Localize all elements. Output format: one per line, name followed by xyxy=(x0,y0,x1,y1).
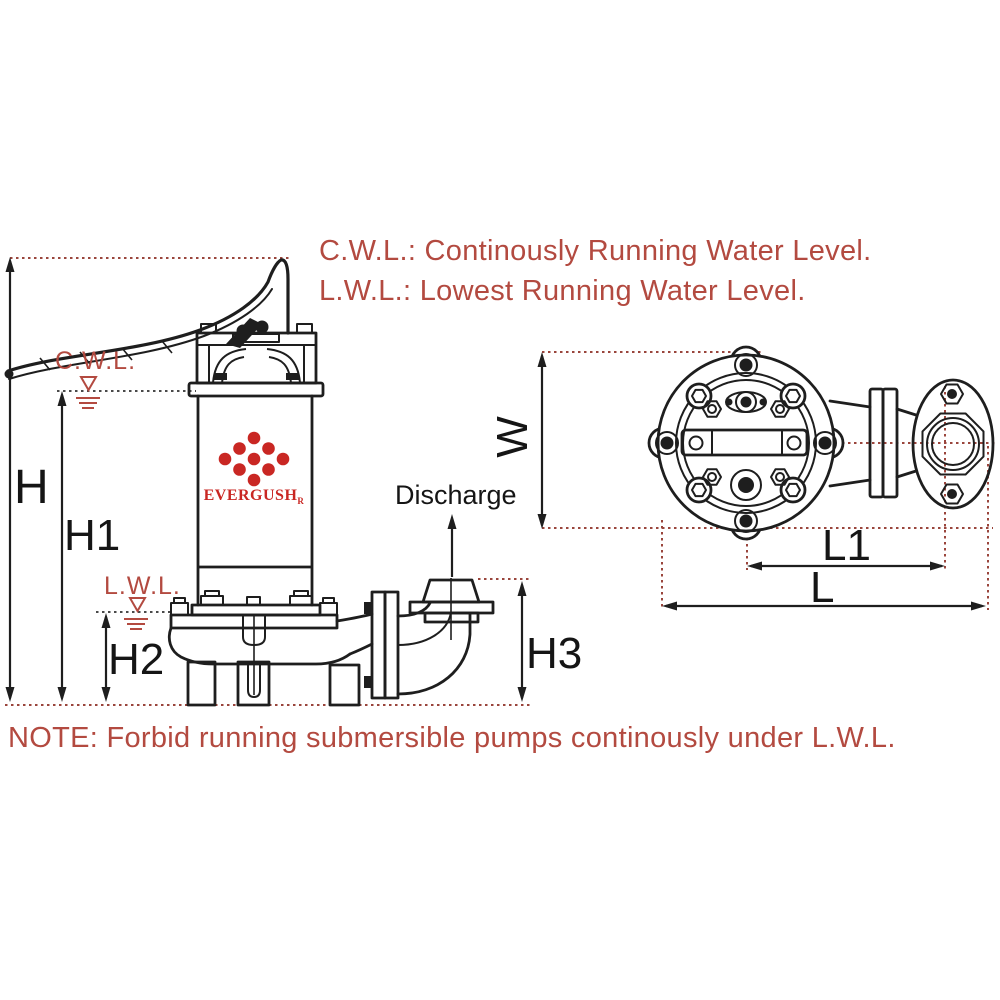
dim-h-label: H xyxy=(14,461,49,514)
front-view-drawing xyxy=(4,258,495,707)
lwl-definition: L.W.L.: Lowest Running Water Level. xyxy=(319,275,806,307)
evergush-logo: EVERGUSHR xyxy=(202,488,306,506)
registered-mark: R xyxy=(297,496,305,507)
dim-h1-label: H1 xyxy=(64,511,121,560)
dim-l1-label: L1 xyxy=(822,521,871,570)
evergush-logo-dots xyxy=(218,431,290,487)
discharge-arrow-icon xyxy=(447,514,457,577)
top-view-drawing xyxy=(647,345,995,541)
cwl-definition: C.W.L.: Continously Running Water Level. xyxy=(319,235,872,267)
dim-h3-label: H3 xyxy=(526,629,583,678)
cwl-marker-icon xyxy=(79,376,98,393)
dimension-lines xyxy=(5,257,986,702)
dim-l-label: L xyxy=(810,563,835,612)
dim-w-label: W xyxy=(488,416,537,458)
note-text: NOTE: Forbid running submersible pumps c… xyxy=(8,722,896,754)
dim-h2-label: H2 xyxy=(108,635,165,684)
lwl-water-level-label: L.W.L. xyxy=(104,572,181,600)
discharge-label: Discharge xyxy=(395,480,517,510)
lwl-marker-icon xyxy=(128,597,147,614)
evergush-brand-text: EVERGUSH xyxy=(203,487,298,504)
cwl-water-level-label: C.W.L. xyxy=(55,347,137,375)
